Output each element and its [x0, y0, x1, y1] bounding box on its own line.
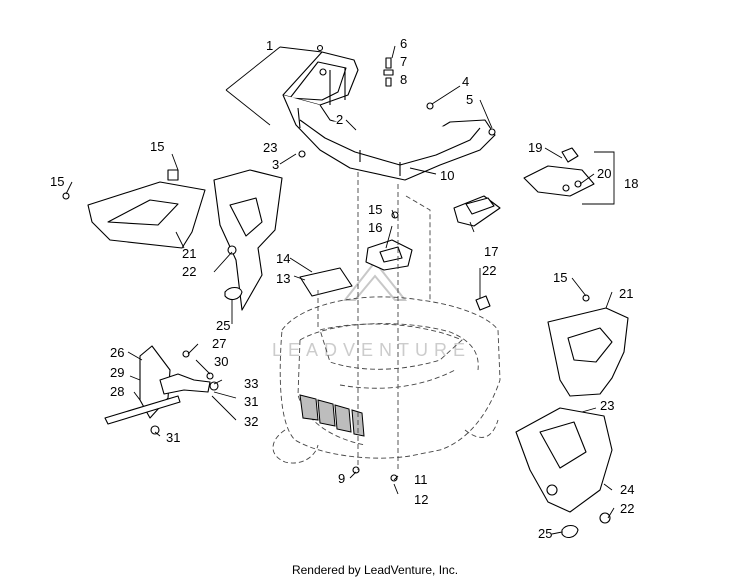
callout-22-a: 22: [182, 264, 196, 279]
callout-2: 2: [336, 112, 343, 127]
watermark-text: LEADVENTURE: [272, 340, 471, 360]
access-cover: [299, 267, 353, 297]
callout-32: 32: [244, 414, 258, 429]
callout-31-b: 31: [244, 394, 258, 409]
callout-22-c: 22: [620, 501, 634, 516]
assembly-lines: [317, 172, 431, 470]
callout-33: 33: [244, 376, 258, 391]
front-rack: [282, 44, 496, 181]
callout-22-b: 22: [482, 263, 496, 278]
callout-28: 28: [110, 384, 124, 399]
grille: [299, 394, 365, 437]
right-side-panel: [547, 294, 629, 397]
callout-10: 10: [440, 168, 454, 183]
bolt-stack: [383, 57, 394, 87]
callout-27: 27: [212, 336, 226, 351]
callout-16: 16: [368, 220, 382, 235]
bracket-16: [365, 239, 413, 271]
mount-bracket-assembly: [104, 345, 219, 435]
fasteners: [298, 102, 496, 482]
callout-21-b: 21: [619, 286, 633, 301]
callout-31-c: 31: [166, 430, 180, 445]
front-fender-body: [272, 296, 501, 464]
callout-17: 17: [484, 244, 498, 259]
left-splash-panel: [213, 169, 283, 311]
callout-15-d: 15: [553, 270, 567, 285]
callout-21-a: 21: [182, 246, 196, 261]
callout-18: 18: [624, 176, 638, 191]
callout-7: 7: [400, 54, 407, 69]
callout-1: 1: [266, 38, 273, 53]
callout-29: 29: [110, 365, 124, 380]
cover-17: [453, 195, 501, 227]
storage-lid: [523, 147, 595, 197]
callout-3: 3: [272, 157, 279, 172]
callout-4: 4: [462, 74, 469, 89]
callout-9: 9: [338, 471, 345, 486]
callout-15-c: 15: [368, 202, 382, 217]
callout-26: 26: [110, 345, 124, 360]
callout-15-a: 15: [150, 139, 164, 154]
footer-credit: Rendered by LeadVenture, Inc.: [291, 563, 459, 577]
callout-11: 11: [414, 472, 428, 487]
callout-25-a: 25: [216, 318, 230, 333]
callout-23-a: 23: [263, 140, 277, 155]
left-side-panel: [62, 169, 206, 249]
callout-5: 5: [466, 92, 473, 107]
callout-6: 6: [400, 36, 407, 51]
callout-30: 30: [214, 354, 228, 369]
right-splash-panel: [515, 407, 613, 539]
callout-12: 12: [414, 492, 428, 507]
callout-14: 14: [276, 251, 290, 266]
callout-8: 8: [400, 72, 407, 87]
callout-13: 13: [276, 271, 290, 286]
callout-23-b: 23: [600, 398, 614, 413]
callout-20: 20: [597, 166, 611, 181]
leader-lines: [65, 45, 615, 535]
callout-24: 24: [620, 482, 634, 497]
callout-labels: 1 2 3 4 5 6 7 8 9 10 11 12 13 14 15 15 1…: [50, 36, 638, 541]
callout-25-b: 25: [538, 526, 552, 541]
callout-15-b: 15: [50, 174, 64, 189]
callout-19: 19: [528, 140, 542, 155]
grommet-22: [475, 295, 491, 311]
